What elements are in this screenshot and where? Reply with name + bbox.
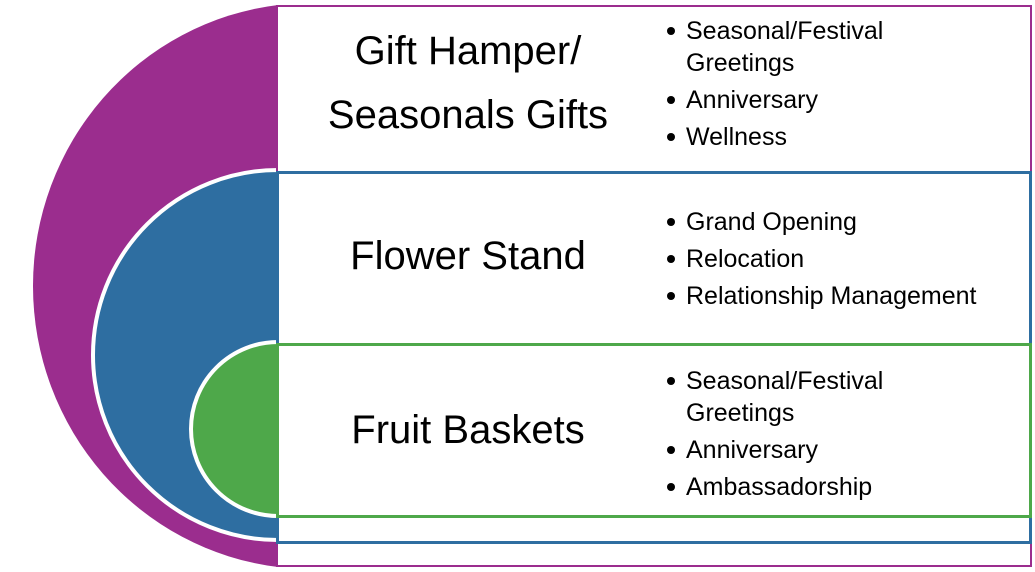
inner-green-arc (189, 339, 280, 519)
tier-title-fruit-baskets: Fruit Baskets (278, 398, 658, 462)
tier-gift-hamper: Gift Hamper/ Seasonals Gifts Seasonal/Fe… (278, 5, 1032, 171)
band-fruit-baskets (276, 343, 1032, 518)
tier-items-flower-stand: Grand Opening Relocation Relationship Ma… (666, 206, 1026, 317)
tier-title-line: Seasonals Gifts (327, 93, 609, 137)
tier-items-fruit-baskets: Seasonal/Festival Greetings Anniversary … (666, 365, 921, 508)
list-item: Anniversary (666, 434, 921, 466)
list-item: Relationship Management (666, 280, 1026, 312)
list-item: Seasonal/Festival Greetings (666, 365, 921, 429)
tier-title-line: Fruit Baskets (351, 408, 585, 452)
list-item: Grand Opening (666, 206, 1026, 238)
tier-flower-stand: Flower Stand Grand Opening Relocation Re… (278, 173, 1032, 343)
list-item: Anniversary (666, 84, 921, 116)
tier-fruit-baskets: Fruit Baskets Seasonal/Festival Greeting… (278, 345, 1032, 517)
list-item: Wellness (666, 121, 921, 153)
tier-title-line: Flower Stand (350, 234, 586, 278)
list-item: Relocation (666, 243, 1026, 275)
tier-title-flower-stand: Flower Stand (278, 224, 658, 288)
tier-title-line: Gift Hamper/ (354, 29, 582, 73)
tier-title-gift-hamper: Gift Hamper/ Seasonals Gifts (278, 19, 658, 147)
list-item: Seasonal/Festival Greetings (666, 15, 921, 79)
tier-items-gift-hamper: Seasonal/Festival Greetings Anniversary … (666, 15, 921, 158)
list-item: Ambassadorship (666, 471, 921, 503)
